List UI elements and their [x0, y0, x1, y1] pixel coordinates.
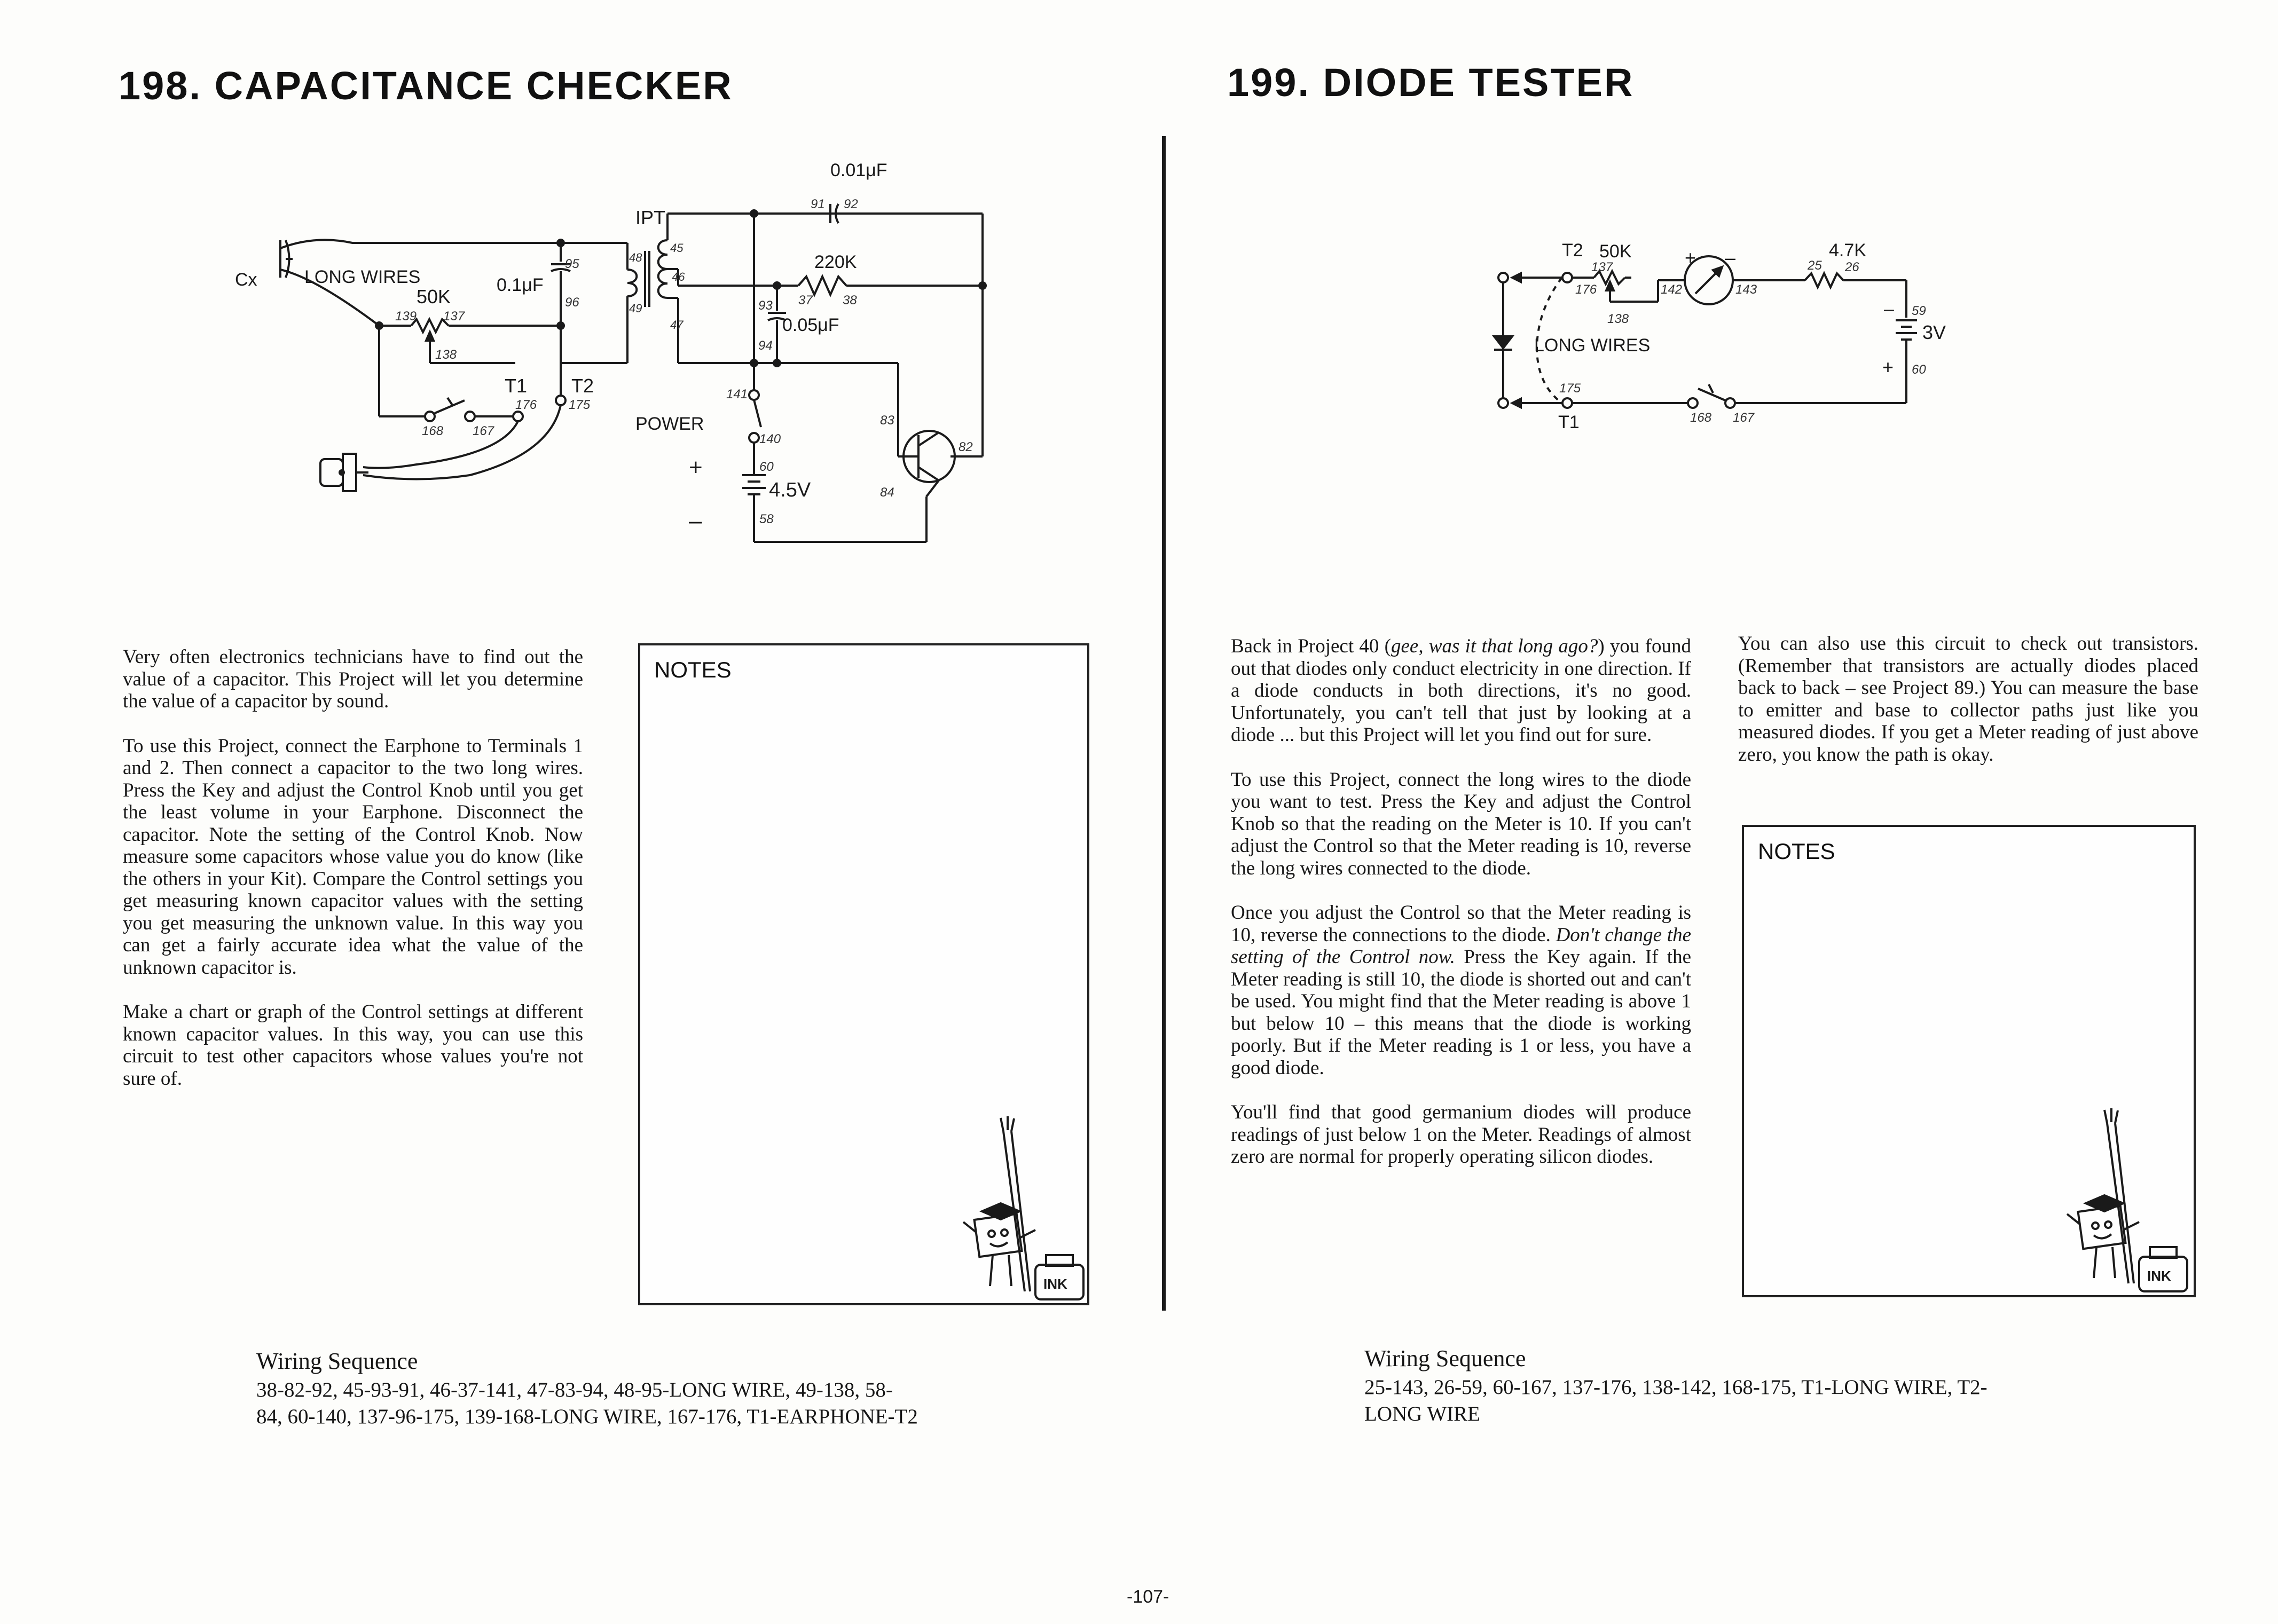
svg-text:175: 175	[569, 398, 591, 412]
svg-text:84: 84	[880, 485, 894, 500]
svg-text:138: 138	[1607, 312, 1629, 326]
wiring-line: 38-82-92, 45-93-91, 46-37-141, 47-83-94,…	[256, 1378, 893, 1401]
project-199-body-col1: Back in Project 40 (gee, was it that lon…	[1231, 635, 1691, 1191]
svg-text:38: 38	[843, 293, 857, 308]
svg-text:96: 96	[565, 295, 579, 310]
ink-bottle-mascot-icon: INK	[962, 1116, 1085, 1300]
paragraph: Once you adjust the Control so that the …	[1231, 902, 1692, 1079]
meter-minus: –	[1725, 247, 1735, 269]
svg-text:168: 168	[422, 424, 444, 438]
capacitance-checker-schematic: Cx LONG WIRES 50K 0.1μF IPT 0.01μF 220K …	[235, 160, 987, 543]
meter-plus: +	[1685, 247, 1696, 269]
paragraph: You can also use this circuit to check o…	[1738, 633, 2198, 766]
power-label: POWER	[635, 414, 704, 434]
svg-text:82: 82	[959, 440, 973, 454]
t2-label: T2	[571, 375, 594, 397]
batt-minus-199: –	[1884, 299, 1894, 319]
ink-label: INK	[2147, 1268, 2171, 1284]
svg-text:26: 26	[1844, 260, 1859, 274]
svg-text:176: 176	[1575, 282, 1597, 297]
page-number: -107-	[1127, 1587, 1169, 1607]
paragraph: To use this Project, connect the long wi…	[1231, 768, 1691, 879]
wiring-sequence-199: Wiring Sequence 25-143, 26-59, 60-167, 1…	[1364, 1345, 2112, 1428]
svg-text:137: 137	[443, 309, 466, 324]
r50k-label: 50K	[417, 286, 451, 308]
wiring-line: 25-143, 26-59, 60-167, 137-176, 138-142,…	[1364, 1376, 1988, 1399]
svg-text:175: 175	[1559, 381, 1581, 396]
notes-label: NOTES	[654, 657, 732, 682]
paragraph: Make a chart or graph of the Control set…	[123, 1001, 583, 1090]
long-wires-label-199: LONG WIRES	[1534, 335, 1650, 356]
project-199-body-col2: You can also use this circuit to check o…	[1738, 633, 2198, 788]
svg-text:92: 92	[844, 197, 858, 211]
notes-box-198[interactable]: NOTES INK	[638, 643, 1089, 1305]
svg-text:45: 45	[670, 241, 684, 255]
notes-box-199[interactable]: NOTES INK	[1742, 825, 2196, 1297]
svg-text:139: 139	[395, 309, 417, 324]
notes-label: NOTES	[1758, 839, 1835, 864]
svg-text:140: 140	[759, 432, 781, 446]
project-199-title: 199. DIODE TESTER	[1227, 60, 1635, 105]
c005-label: 0.05μF	[782, 315, 839, 335]
svg-text:142: 142	[1661, 282, 1682, 297]
svg-text:58: 58	[759, 512, 774, 526]
batt-label: 4.5V	[769, 479, 811, 501]
c01-label: 0.1μF	[497, 275, 544, 295]
project-198-title: 198. CAPACITANCE CHECKER	[119, 64, 733, 108]
wiring-sequence-198: Wiring Sequence 38-82-92, 45-93-91, 46-3…	[256, 1348, 993, 1430]
batt-plus: +	[689, 454, 703, 480]
svg-text:94: 94	[758, 338, 773, 353]
t1-label: T1	[505, 375, 527, 397]
svg-text:143: 143	[1735, 282, 1757, 297]
svg-text:49: 49	[629, 302, 642, 315]
batt-minus: –	[689, 508, 702, 534]
t1-label-199: T1	[1558, 412, 1580, 432]
svg-text:60: 60	[1912, 362, 1926, 377]
page-divider	[1162, 136, 1166, 1311]
svg-text:137: 137	[1591, 260, 1614, 274]
svg-text:95: 95	[565, 257, 579, 271]
diode-tester-schematic: T2 50K + – 4.7K 3V – + LONG WIRES T1 137…	[1491, 240, 1946, 432]
long-wires-label: LONG WIRES	[304, 267, 420, 287]
svg-text:25: 25	[1807, 258, 1822, 273]
wiring-heading: Wiring Sequence	[1364, 1345, 1526, 1371]
paragraph: Very often electronics technicians have …	[123, 646, 583, 712]
svg-text:141: 141	[726, 387, 748, 401]
svg-text:167: 167	[473, 424, 495, 438]
cx-label: Cx	[235, 270, 257, 290]
svg-text:176: 176	[515, 398, 537, 412]
svg-text:168: 168	[1690, 411, 1712, 425]
paragraph: To use this Project, connect the Earphon…	[123, 735, 583, 979]
c001-label: 0.01μF	[830, 160, 887, 180]
r50k-label-199: 50K	[1599, 241, 1632, 262]
svg-text:59: 59	[1912, 304, 1926, 318]
wiring-line: LONG WIRE	[1364, 1402, 1480, 1425]
svg-text:47: 47	[670, 318, 684, 332]
ink-label: INK	[1043, 1276, 1067, 1292]
batt-3v-label: 3V	[1922, 321, 1946, 343]
wiring-heading: Wiring Sequence	[256, 1348, 418, 1374]
ink-bottle-mascot-icon: INK	[2066, 1108, 2188, 1292]
paragraph: Back in Project 40 (gee, was it that lon…	[1231, 635, 1691, 746]
svg-text:93: 93	[758, 298, 773, 313]
project-198-body: Very often electronics technicians have …	[123, 646, 583, 1112]
svg-text:46: 46	[672, 270, 685, 283]
svg-text:37: 37	[798, 293, 813, 308]
svg-text:167: 167	[1733, 411, 1755, 425]
r47k-label: 4.7K	[1829, 240, 1866, 261]
wiring-line: 84, 60-140, 137-96-175, 139-168-LONG WIR…	[256, 1405, 918, 1428]
paragraph: You'll find that good germanium diodes w…	[1231, 1101, 1691, 1168]
svg-text:91: 91	[811, 197, 825, 211]
batt-plus-199: +	[1882, 356, 1894, 378]
ipt-label: IPT	[635, 207, 665, 228]
svg-text:83: 83	[880, 413, 894, 428]
t2-label-199: T2	[1562, 240, 1583, 261]
r220k-label: 220K	[814, 252, 857, 272]
svg-text:138: 138	[435, 348, 457, 362]
svg-text:48: 48	[629, 251, 642, 264]
svg-text:60: 60	[759, 460, 774, 474]
